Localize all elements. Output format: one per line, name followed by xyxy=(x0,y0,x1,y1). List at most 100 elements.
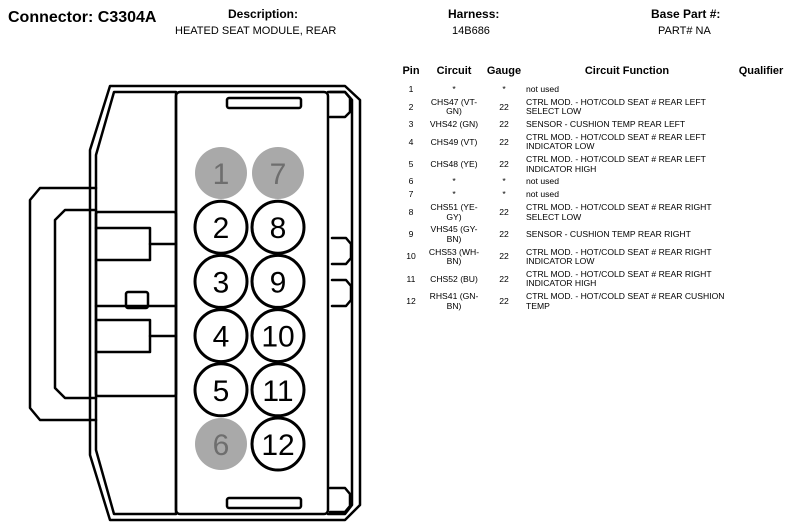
pin-number-label: 11 xyxy=(262,375,293,408)
table-row: 1 * * not used xyxy=(398,84,792,97)
qualifier-cell xyxy=(730,189,792,202)
header-circuit: Circuit xyxy=(436,65,472,77)
pin-number-label: 2 xyxy=(213,212,230,245)
qualifier-cell xyxy=(730,269,792,291)
pin-number-label: 7 xyxy=(270,158,287,191)
pin-number-label: 5 xyxy=(213,375,230,408)
right-tab-middle-upper xyxy=(330,236,353,266)
qualifier-cell xyxy=(730,132,792,154)
function-cell: CTRL MOD. - HOT/COLD SEAT # REAR LEFT SE… xyxy=(526,96,706,117)
function-cell: CTRL MOD. - HOT/COLD SEAT # REAR RIGHT I… xyxy=(526,268,712,289)
pin-cell: 1 xyxy=(408,84,414,94)
connector-pin-10: 10 xyxy=(250,308,306,364)
gauge-cell: 22 xyxy=(499,251,509,262)
function-cell: CTRL MOD. - HOT/COLD SEAT # REAR RIGHT I… xyxy=(526,246,712,267)
circuit-cell: VHS45 (GY-BN) xyxy=(430,224,478,244)
function-cell: not used xyxy=(526,176,559,187)
table-row: 10 CHS53 (WH-BN) 22 CTRL MOD. - HOT/COLD SE… xyxy=(398,247,792,269)
circuit-cell: CHS51 (YE-GY) xyxy=(430,202,478,222)
latch-rib-top xyxy=(94,226,152,262)
table-header-row: Pin Circuit Gauge Circuit Function Quali… xyxy=(398,65,792,84)
qualifier-cell xyxy=(730,84,792,97)
circuit-cell: * xyxy=(452,189,456,200)
header-circuit-function: Circuit Function xyxy=(584,65,670,77)
pin-cell: 12 xyxy=(406,296,416,307)
pin-number-label: 10 xyxy=(261,321,294,354)
housing-outline xyxy=(88,84,362,522)
pin-cell: 4 xyxy=(408,136,414,147)
pin-circle xyxy=(250,308,306,364)
circuit-cell: CHS52 (BU) xyxy=(430,273,478,284)
pin-number-label: 3 xyxy=(213,266,230,299)
circuit-cell: * xyxy=(452,84,456,94)
qualifier-cell xyxy=(730,224,792,246)
pin-cell: 7 xyxy=(408,189,414,200)
pin-cell: 3 xyxy=(408,119,414,130)
gauge-cell: * xyxy=(502,84,506,94)
function-cell: CTRL MOD. - HOT/COLD SEAT # REAR LEFT IN… xyxy=(526,154,706,174)
base-part-label: Base Part #: xyxy=(651,7,721,21)
housing-inner-outline xyxy=(94,90,178,516)
base-part-value: PART# NA xyxy=(658,25,711,37)
function-cell: SENSOR - CUSHION TEMP REAR LEFT xyxy=(526,119,686,130)
gauge-cell: 22 xyxy=(499,101,509,112)
connector-pin-12: 12 xyxy=(250,416,306,472)
connector-pin-5: 5 xyxy=(193,362,249,418)
circuit-cell: CHS49 (VT) xyxy=(430,136,478,147)
header-gauge: Gauge xyxy=(486,65,522,77)
circuit-cell: CHS53 (WH-BN) xyxy=(428,246,480,267)
pin-cell: 10 xyxy=(406,251,416,262)
pin-cell: 11 xyxy=(406,273,416,284)
pin-circle xyxy=(252,147,304,199)
pin-number-label: 12 xyxy=(261,429,294,462)
connector-pin-3: 3 xyxy=(193,253,249,309)
harness-label: Harness: xyxy=(448,7,500,21)
function-cell: CTRL MOD. - HOT/COLD SEAT # REAR LEFT IN… xyxy=(526,131,706,152)
right-tab-top xyxy=(328,90,352,119)
qualifier-cell xyxy=(730,176,792,189)
description-value: HEATED SEAT MODULE, REAR xyxy=(175,25,337,37)
connector-pin-7: 7 xyxy=(252,147,304,199)
pin-circle xyxy=(250,416,306,472)
circuit-cell: RHS41 (GN-BN) xyxy=(429,291,479,311)
function-cell: SENSOR - CUSHION TEMP REAR RIGHT xyxy=(526,229,691,240)
qualifier-cell xyxy=(730,97,792,119)
circuit-cell: * xyxy=(452,176,456,187)
gauge-cell: 22 xyxy=(499,229,509,240)
connector-pin-6: 6 xyxy=(195,418,247,470)
pin-number-label: 6 xyxy=(213,429,230,462)
connector-pin-11: 11 xyxy=(250,362,306,418)
connector-pin-8: 8 xyxy=(250,199,306,255)
circuit-cell: CHS48 (YE) xyxy=(430,158,478,169)
gauge-cell: 22 xyxy=(499,119,509,130)
gauge-cell: 22 xyxy=(499,296,509,307)
pin-circle xyxy=(250,362,306,418)
pin-number-label: 8 xyxy=(270,212,287,245)
pin-circle xyxy=(193,308,249,364)
qualifier-cell xyxy=(730,154,792,176)
top-keyway-slot xyxy=(225,96,303,110)
gauge-cell: 22 xyxy=(499,273,509,284)
function-cell: not used xyxy=(526,84,559,94)
pin-circle xyxy=(250,253,306,309)
gauge-cell: * xyxy=(502,189,506,200)
pin-circle xyxy=(193,199,249,255)
pin-table: Pin Circuit Gauge Circuit Function Quali… xyxy=(398,65,792,314)
pin-circle xyxy=(195,147,247,199)
right-tab-bottom xyxy=(328,486,352,514)
pin-circle xyxy=(195,418,247,470)
latch-rib-bottom xyxy=(94,318,152,354)
gauge-cell: 22 xyxy=(499,206,509,217)
pin-number-label: 9 xyxy=(270,266,287,299)
connector-pin-1: 1 xyxy=(195,147,247,199)
pin-circle xyxy=(250,199,306,255)
function-cell: CTRL MOD. - HOT/COLD SEAT # REAR CUSHION… xyxy=(526,291,725,311)
qualifier-cell xyxy=(730,291,792,313)
bottom-keyway-slot xyxy=(225,496,303,510)
connector-pin-9: 9 xyxy=(250,253,306,309)
function-cell: CTRL MOD. - HOT/COLD SEAT # REAR RIGHT S… xyxy=(526,202,712,222)
